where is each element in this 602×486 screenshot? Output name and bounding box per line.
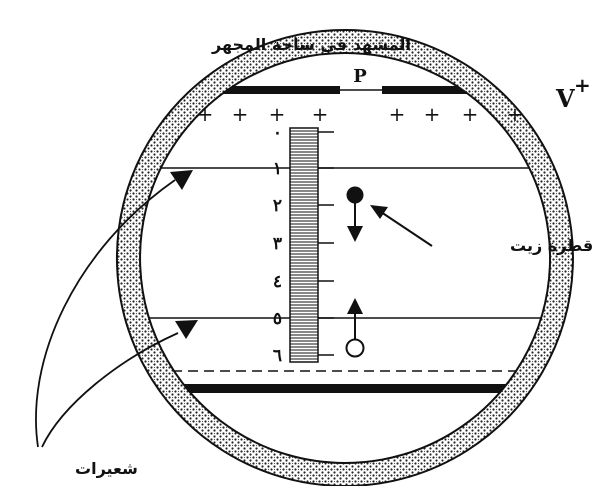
oil-drop-rising-arrow — [347, 298, 363, 314]
hair-arrowhead-lower — [175, 320, 198, 339]
scale-number: ١ — [273, 159, 282, 179]
field-interior — [140, 86, 550, 393]
scale-number: ٦ — [273, 346, 282, 366]
caption-oil-drop: قطرة زيت — [510, 236, 593, 255]
plus-sign: + — [389, 102, 406, 126]
measurement-scale: ٠ ١ ٢ ٣ ٤ ٥ ٦ — [273, 123, 334, 366]
voltage-sign: + — [574, 73, 591, 97]
hair-arrowhead-upper — [170, 170, 193, 190]
plus-sign: + — [312, 102, 329, 126]
caption-top: المشهد في ساحة المجهر — [211, 35, 411, 55]
oil-drop-pointer-head — [370, 205, 388, 219]
oil-drop-falling — [346, 186, 364, 204]
voltage-label: V — [555, 84, 575, 113]
top-plate-left — [170, 86, 340, 94]
scale-number: ٠ — [273, 123, 282, 143]
scale-number: ٣ — [273, 234, 282, 254]
plus-sign: + — [424, 102, 441, 126]
plus-sign: + — [197, 102, 214, 126]
hair-pointer-curve-lower — [41, 332, 179, 448]
caption-hairs: شعيرات — [75, 459, 138, 478]
scale-number: ٥ — [273, 309, 282, 329]
plus-sign: + — [507, 102, 524, 126]
scale-number: ٢ — [273, 196, 282, 216]
plus-sign: + — [269, 102, 286, 126]
scale-number: ٤ — [273, 272, 282, 292]
top-plate-right — [382, 86, 522, 94]
hair-pointer-curve-upper — [35, 179, 176, 448]
oil-drop-rising — [345, 338, 365, 358]
plate-label: P — [353, 66, 367, 87]
plus-sign: + — [232, 102, 249, 126]
oil-drop-falling-arrow — [347, 226, 363, 242]
plus-sign: + — [462, 102, 479, 126]
plate-charge-signs: + + + + + + + + — [197, 102, 524, 126]
bottom-plate — [160, 384, 540, 393]
field-ring — [116, 29, 574, 486]
oil-drop-pointer-line — [377, 209, 433, 247]
